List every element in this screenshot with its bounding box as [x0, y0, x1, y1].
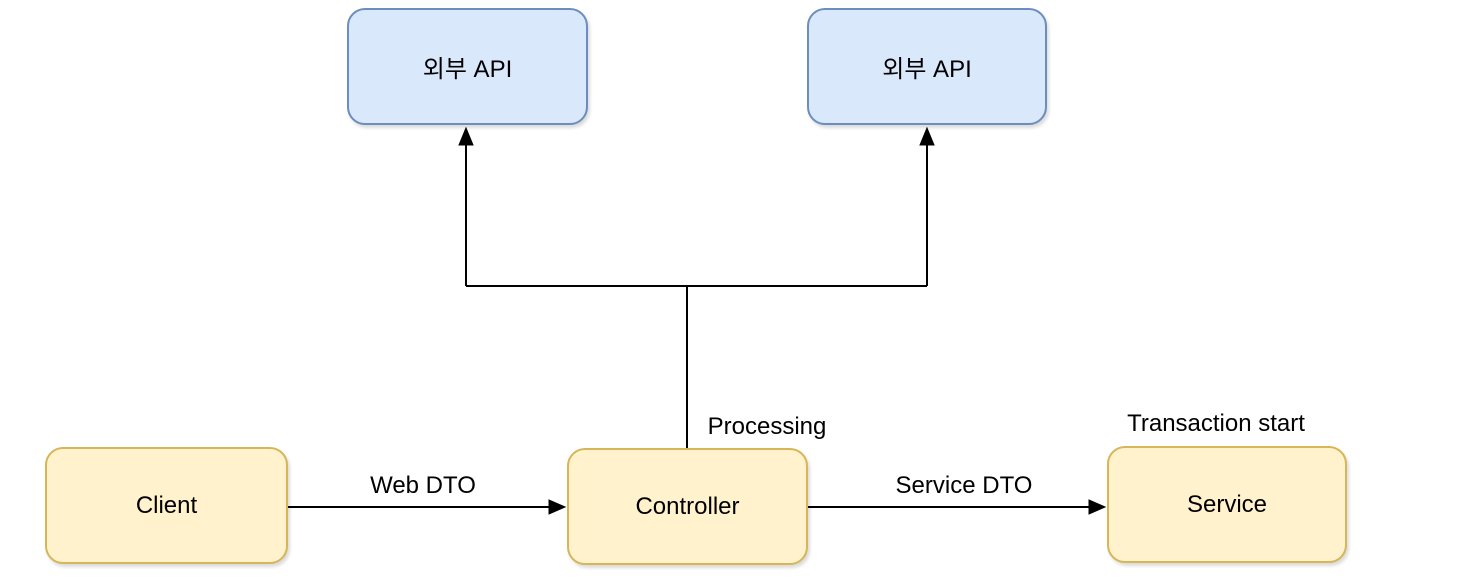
- node-external-api-2-label: 외부 API: [882, 56, 972, 83]
- node-external-api-1-label: 외부 API: [422, 56, 513, 83]
- edge-controller-to-apis: [465, 144, 928, 448]
- node-controller-label: Controller: [635, 492, 740, 520]
- edge-label-web-dto: Web DTO: [370, 472, 476, 499]
- node-service-label: Service: [1186, 490, 1268, 518]
- arrowhead-controller-to-service: [1088, 499, 1107, 515]
- node-external-api-1: 외부 API: [347, 8, 588, 125]
- node-external-api-2: 외부 API: [807, 8, 1047, 125]
- edge-label-service-dto: Service DTO: [895, 472, 1033, 499]
- node-client-label: Client: [135, 491, 198, 519]
- arrowhead-client-to-controller: [548, 499, 567, 515]
- edge-label-processing: Processing: [707, 413, 827, 440]
- arrowhead-to-api-1: [458, 126, 474, 146]
- annotation-transaction-start: Transaction start: [1127, 410, 1305, 437]
- node-client: Client: [45, 447, 288, 564]
- node-service: Service: [1107, 446, 1347, 563]
- node-controller: Controller: [567, 448, 808, 565]
- arrowhead-to-api-2: [919, 126, 935, 146]
